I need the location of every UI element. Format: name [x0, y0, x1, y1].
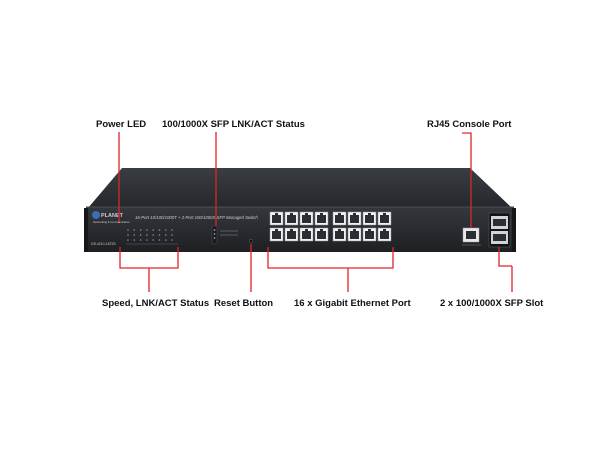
ethernet-port[interactable]: [347, 227, 362, 242]
port-status-led: [171, 234, 173, 236]
rack-ear-left: [84, 208, 88, 252]
port-status-led: [133, 229, 136, 231]
port-status-led: [139, 234, 142, 236]
sfp-status-leds: [211, 225, 238, 245]
port-status-led: [146, 239, 148, 241]
port-status-led: [158, 234, 161, 236]
callout-lines: [118, 132, 513, 292]
port-status-led: [152, 229, 154, 231]
sfp-slot-label: 2 x 100/1000X SFP Slot: [440, 298, 544, 309]
ethernet-port[interactable]: [362, 211, 377, 226]
ethernet-port[interactable]: [284, 227, 299, 242]
model-number: GS-4210-16T2S: [91, 242, 116, 246]
sfp-status-label: 100/1000X SFP LNK/ACT Status: [162, 119, 305, 130]
brand-text: PLANET: [101, 213, 124, 219]
speed-status-label: Speed, LNK/ACT Status: [102, 298, 210, 309]
port-status-led: [133, 234, 136, 236]
console-port-label: RJ45 Console Port: [427, 119, 512, 130]
led-indicator-block: [118, 221, 178, 245]
port-status-led: [146, 234, 148, 236]
ethernet-port[interactable]: [284, 211, 299, 226]
port-status-led: [152, 239, 154, 241]
port-status-led: [127, 239, 129, 241]
ethernet-port[interactable]: [332, 227, 347, 242]
ethernet-port[interactable]: [314, 227, 329, 242]
port-status-led: [171, 229, 173, 231]
port-status-led: [127, 229, 129, 231]
port-status-led: [171, 239, 173, 241]
planet-logo: PLANET Networking & Communication: [92, 211, 130, 224]
port-status-led: [139, 239, 142, 241]
ethernet-port[interactable]: [362, 227, 377, 242]
ethernet-port[interactable]: [347, 211, 362, 226]
ethernet-port[interactable]: [314, 211, 329, 226]
ethernet-port[interactable]: [377, 227, 392, 242]
rack-ear-right: [512, 208, 516, 252]
chassis-top: [88, 168, 512, 208]
power-led-label: Power LED: [96, 119, 147, 130]
port-status-led: [165, 234, 167, 236]
reset-button[interactable]: [248, 238, 254, 244]
sfp-slot-2[interactable]: [491, 231, 508, 244]
ethernet-port-group: [269, 211, 392, 242]
sfp-slot-group: [488, 212, 511, 248]
ethernet-ports-label: 16 x Gigabit Ethernet Port: [294, 298, 411, 309]
sfp-slot-1[interactable]: [491, 216, 508, 229]
port-status-led: [139, 229, 142, 231]
port-status-led: [152, 234, 154, 236]
ethernet-port[interactable]: [332, 211, 347, 226]
ethernet-port[interactable]: [299, 211, 314, 226]
port-status-led: [146, 229, 148, 231]
port-status-led: [165, 239, 167, 241]
port-status-led: [127, 234, 129, 236]
port-status-led: [158, 229, 161, 231]
port-status-led: [158, 239, 161, 241]
ethernet-port[interactable]: [299, 227, 314, 242]
ethernet-port[interactable]: [269, 227, 284, 242]
port-status-led: [133, 239, 136, 241]
ethernet-port[interactable]: [377, 211, 392, 226]
ethernet-port[interactable]: [269, 211, 284, 226]
reset-button-label: Reset Button: [214, 298, 274, 309]
brand-tagline: Networking & Communication: [93, 220, 130, 224]
device-description: 16-Port 10/100/1000T + 2-Port 100/1000X …: [135, 215, 258, 220]
port-status-led: [165, 229, 167, 231]
